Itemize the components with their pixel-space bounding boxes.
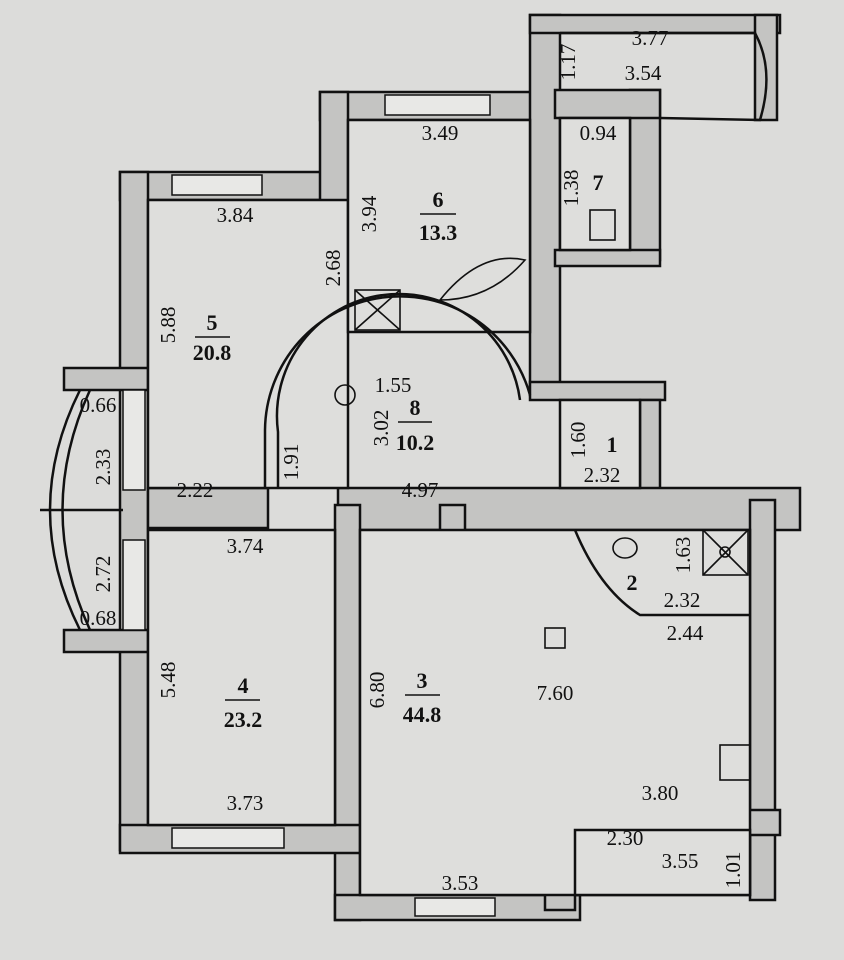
dimension: 0.66: [80, 393, 117, 417]
room-number: 5: [207, 310, 218, 335]
balcony-bottom: [573, 828, 752, 897]
dimension: 0.94: [580, 121, 617, 145]
dimension: 3.94: [357, 195, 381, 232]
dimension: 1.17: [556, 44, 580, 81]
dimension: 5.88: [156, 307, 180, 344]
room-number: 7: [593, 170, 604, 195]
dimension: 1.01: [721, 852, 745, 889]
dimension: 2.33: [91, 449, 115, 486]
window: [122, 389, 146, 491]
room-area: 23.2: [224, 707, 263, 732]
room-number: 1: [607, 432, 618, 457]
dimension: 3.77: [632, 26, 669, 50]
dimension: 2.32: [664, 588, 701, 612]
room-number: 4: [238, 673, 249, 698]
dimension: 1.55: [375, 373, 412, 397]
dimension: 3.49: [422, 121, 459, 145]
stove-icon: [719, 744, 751, 781]
dimension: 3.02: [369, 410, 393, 447]
dimension: 2.68: [321, 250, 345, 287]
dimension: 1.63: [671, 537, 695, 574]
dimension: 3.73: [227, 791, 264, 815]
dimension: 2.44: [667, 621, 704, 645]
dimension: 2.30: [607, 826, 644, 850]
dimension: 1.91: [279, 444, 303, 481]
window: [171, 174, 263, 196]
toilet-icon: [589, 209, 616, 241]
window: [122, 539, 146, 631]
shower-icon: [702, 529, 749, 576]
dimension: 1.38: [559, 170, 583, 207]
room-area: 44.8: [403, 702, 442, 727]
dimension: 7.60: [537, 681, 574, 705]
column-icon: [544, 627, 566, 649]
window: [414, 897, 496, 917]
window: [384, 94, 491, 116]
dimension: 2.32: [584, 463, 621, 487]
hall-arc-wall: [263, 295, 532, 488]
dimension: 5.48: [156, 662, 180, 699]
dimension: 1.60: [566, 422, 590, 459]
dimension-labels: 3.77 3.54 1.17 0.94 1.38 3.49 3.94 2.68 …: [80, 26, 745, 895]
dimension: 3.54: [625, 61, 662, 85]
room-4: [146, 528, 337, 827]
dimension: 3.55: [662, 849, 699, 873]
dimension: 3.53: [442, 871, 479, 895]
room-number: 8: [410, 395, 421, 420]
room-area: 20.8: [193, 340, 232, 365]
dimension: 2.72: [91, 556, 115, 593]
toilet-icon: [612, 537, 638, 559]
room-area: 13.3: [419, 220, 458, 245]
room-labels: 5 20.8 6 13.3 7 8 10.2 1 2 3 44.8 4 23.2: [193, 170, 638, 732]
window: [171, 827, 285, 849]
round-shaft-icon: [438, 257, 527, 301]
dimension: 3.80: [642, 781, 679, 805]
room-7: [558, 116, 632, 252]
windows: [122, 94, 496, 917]
room-number: 6: [433, 187, 444, 212]
balcony-top: [560, 31, 768, 122]
room-5: [146, 198, 350, 490]
dimension: 3.74: [227, 534, 264, 558]
fixtures: [334, 209, 751, 781]
dimension: 0.68: [80, 606, 117, 630]
room-2-wall: [573, 529, 750, 617]
room-number: 2: [627, 570, 638, 595]
room-1: [558, 398, 642, 490]
dimension: 6.80: [365, 672, 389, 709]
column-icon: [334, 384, 356, 406]
dimension: 2.22: [177, 478, 214, 502]
room-area: 10.2: [396, 430, 435, 455]
dimension: 3.84: [217, 203, 254, 227]
dimension: 4.97: [402, 478, 439, 502]
room-number: 3: [417, 668, 428, 693]
shaft-icon: [354, 289, 401, 331]
